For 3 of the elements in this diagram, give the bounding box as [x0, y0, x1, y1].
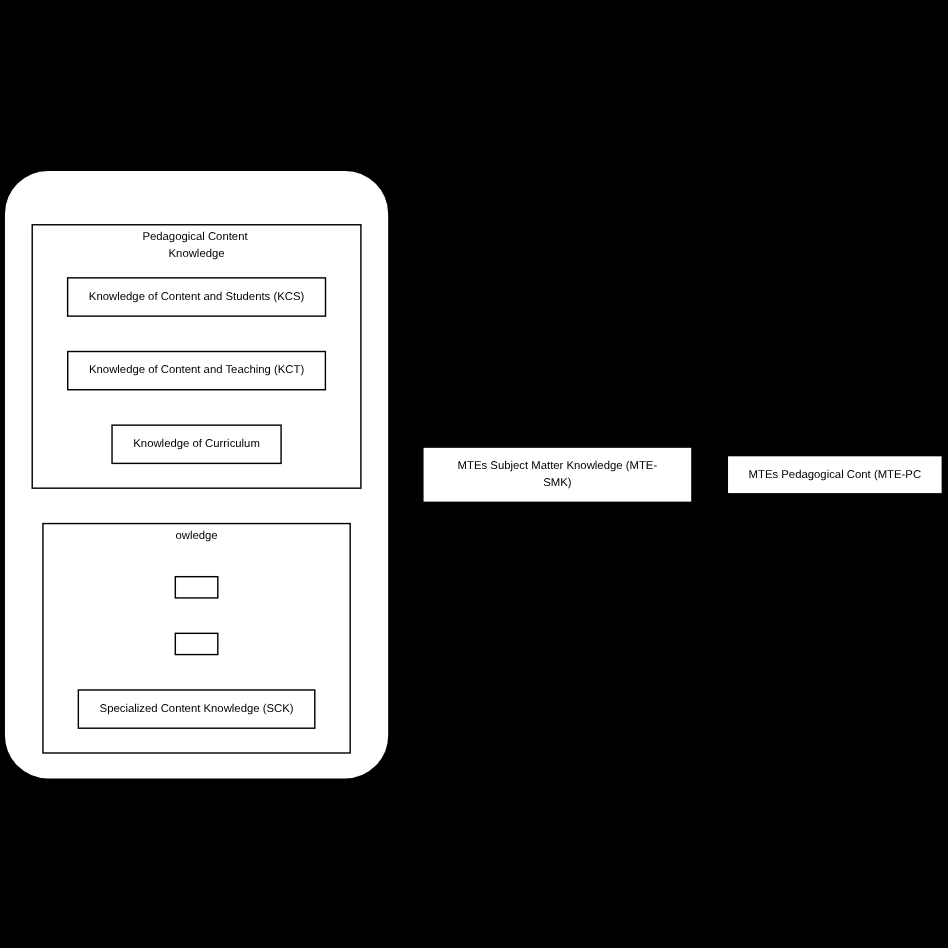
cluster [4, 170, 389, 778]
node-box [174, 631, 219, 655]
node-box [174, 575, 219, 598]
